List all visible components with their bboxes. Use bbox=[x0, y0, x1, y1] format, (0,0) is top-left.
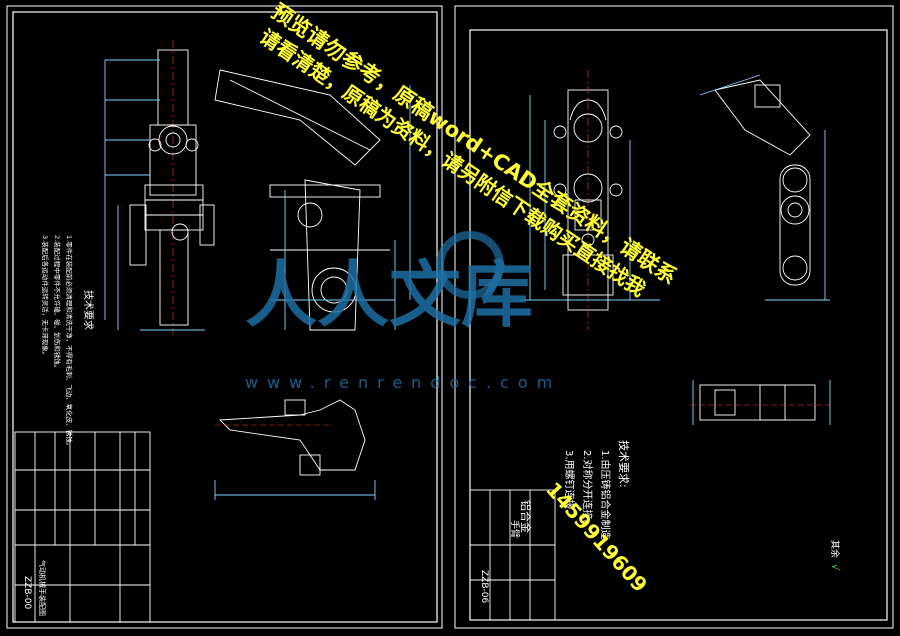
right-sheet-outer-border bbox=[454, 5, 894, 629]
roughness-symbol: √ bbox=[829, 564, 840, 571]
left-tech-note-1: 1.零件在装配前必须清理和清洗干净，不得有毛刺、飞边、氧化皮、锈蚀。 bbox=[65, 235, 74, 449]
right-section-view bbox=[690, 380, 831, 425]
right-tech-note-1: 1.由压铸铝合金制造。 bbox=[599, 450, 612, 550]
left-title-block bbox=[14, 431, 151, 623]
right-tech-notes: 技术要求: 1.由压铸铝合金制造。 2.对称分开连接。 3.用螺钉连接。 bbox=[563, 440, 630, 550]
left-drawing-code: ZZB-00 bbox=[22, 576, 32, 609]
watermark-brand: 人人文库 bbox=[245, 253, 533, 337]
watermark-phone: 1459919609 bbox=[541, 477, 652, 596]
left-drawing-name: 气动机械手装配图 bbox=[38, 560, 47, 616]
left-tech-notes: 技术要求 1.零件在装配前必须清理和清洗干净，不得有毛刺、飞边、氧化皮、锈蚀。 … bbox=[41, 235, 95, 449]
right-tech-title: 技术要求: bbox=[617, 440, 630, 488]
left-tech-note-2: 2.装配过程中零件不允许磕、碰、划伤和锈蚀。 bbox=[53, 235, 62, 371]
watermark-phone-group: 1459919609 bbox=[541, 477, 652, 596]
right-arm-front-view bbox=[520, 70, 660, 330]
right-drawing-name: 手臂 bbox=[509, 520, 521, 538]
left-sheet-outer-border bbox=[6, 5, 443, 629]
right-sheet: 技术要求: 1.由压铸铝合金制造。 2.对称分开连接。 3.用螺钉连接。 其余 … bbox=[454, 5, 894, 629]
left-detail-view bbox=[214, 399, 376, 500]
right-title-block bbox=[469, 489, 556, 621]
watermark-yellow-line-1: 预览请勿参考，原稿word+CAD全套资料，请联系 bbox=[267, 0, 681, 289]
roughness-note: 其余 √ bbox=[829, 540, 841, 571]
watermark-overlay: 人人文库 www.renrendoc.com 预览请勿参考，原稿word+CAD… bbox=[245, 0, 681, 597]
right-tech-note-2: 2.对称分开连接。 bbox=[581, 450, 594, 530]
left-sheet-inner-border bbox=[12, 11, 438, 623]
left-title-code: ZZB-00 bbox=[22, 576, 32, 609]
right-tech-note-3: 3.用螺钉连接。 bbox=[563, 450, 576, 520]
left-assembly-side-view bbox=[214, 69, 411, 331]
right-title-code: ZZB-06 bbox=[479, 570, 489, 603]
right-title-name: 手臂 bbox=[509, 520, 521, 538]
watermark-text-1: 预览请勿参考，原稿word+CAD全套资料，请联系 bbox=[267, 0, 681, 289]
right-sheet-inner-border bbox=[469, 29, 888, 621]
watermark-logo-icon bbox=[436, 231, 504, 299]
roughness-label: 其余 bbox=[829, 540, 841, 558]
left-assembly-front-view bbox=[104, 40, 215, 335]
left-tech-title: 技术要求 bbox=[82, 290, 95, 330]
right-drawing-code: ZZB-06 bbox=[479, 570, 489, 603]
right-title-material: 铝合金 bbox=[519, 500, 533, 533]
watermark-url: www.renrendoc.com bbox=[245, 373, 561, 392]
left-tech-note-3: 3.装配后各运动件运转灵活，无卡滞现象。 bbox=[41, 235, 50, 358]
right-arm-side-view bbox=[699, 74, 830, 301]
right-material: 铝合金 bbox=[519, 500, 533, 533]
left-title-name: 气动机械手装配图 bbox=[38, 560, 47, 616]
left-sheet: 技术要求 1.零件在装配前必须清理和清洗干净，不得有毛刺、飞边、氧化皮、锈蚀。 … bbox=[6, 5, 443, 629]
